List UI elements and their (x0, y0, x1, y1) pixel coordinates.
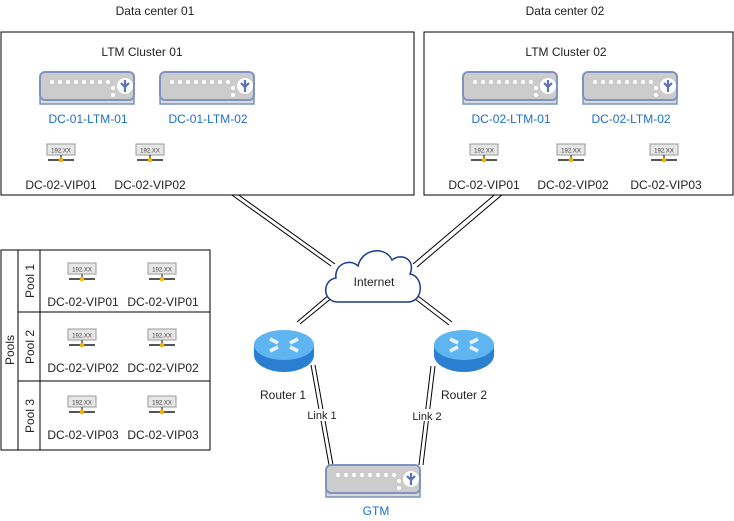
link-label: Link 2 (412, 411, 441, 423)
vip-ip-text: 192.XX (72, 334, 92, 340)
ltm-device-icon[interactable] (461, 70, 559, 106)
pool-vip-label: DC-02-VIP01 (47, 295, 119, 309)
pool-vip-label: DC-02-VIP01 (127, 295, 199, 309)
dc01-title: Data center 01 (116, 4, 195, 18)
pool-vip-label: DC-02-VIP03 (47, 428, 119, 442)
dc02-internet-link (412, 190, 504, 268)
vip-icon[interactable]: 192.XX (649, 143, 679, 163)
pool-name: Pool 2 (23, 330, 37, 364)
vip-ip-text: 192.XX (72, 268, 92, 274)
vip-ip-text: 192.XX (140, 149, 160, 155)
internet-router1-link (296, 293, 334, 325)
ltm-label: DC-01-LTM-01 (48, 112, 127, 126)
pool-vip-label: DC-02-VIP02 (47, 361, 119, 375)
vip-icon[interactable]: 192.XX (147, 395, 177, 415)
pool-vip-label: DC-02-VIP03 (127, 428, 199, 442)
pools-title: Pools (3, 335, 17, 365)
vip-icon[interactable]: 192.XX (135, 143, 165, 163)
internet-label: Internet (354, 275, 395, 289)
ltm-device-icon[interactable] (38, 70, 136, 106)
vip-label: DC-02-VIP02 (537, 178, 609, 192)
dc02-box (423, 31, 734, 196)
vip-icon[interactable]: 192.XX (147, 262, 177, 282)
vip-icon[interactable]: 192.XX (556, 143, 586, 163)
pools-table (0, 249, 211, 451)
vip-icon[interactable]: 192.XX (67, 328, 97, 348)
vip-icon[interactable]: 192.XX (67, 262, 97, 282)
ltm-label: DC-02-LTM-01 (471, 112, 550, 126)
vip-label: DC-02-VIP01 (25, 178, 97, 192)
ltm-label: DC-02-LTM-02 (591, 112, 670, 126)
vip-icon[interactable]: 192.XX (46, 143, 76, 163)
router-label: Router 1 (260, 388, 306, 402)
vip-ip-text: 192.XX (474, 149, 494, 155)
vip-ip-text: 192.XX (152, 334, 172, 340)
vip-label: DC-02-VIP01 (448, 178, 520, 192)
dc02-cluster-title: LTM Cluster 02 (525, 45, 606, 59)
link-label: Link 1 (307, 410, 336, 422)
gtm-device-icon[interactable] (324, 463, 422, 499)
vip-icon[interactable]: 192.XX (147, 328, 177, 348)
ltm-device-icon[interactable] (581, 70, 679, 106)
gtm-label: GTM (363, 504, 390, 516)
pool-name: Pool 3 (23, 399, 37, 433)
vip-ip-text: 192.XX (152, 268, 172, 274)
pool-vip-label: DC-02-VIP02 (127, 361, 199, 375)
connections (228, 190, 504, 466)
pool-name: Pool 1 (23, 264, 37, 298)
dc01-box (0, 31, 415, 196)
router-icon[interactable] (432, 328, 496, 374)
vip-ip-text: 192.XX (654, 149, 674, 155)
vip-ip-text: 192.XX (152, 401, 172, 407)
ltm-device-icon[interactable] (158, 70, 256, 106)
internet-router2-link (414, 295, 453, 326)
vip-ip-text: 192.XX (72, 401, 92, 407)
link-label-background (411, 409, 443, 421)
dc02-title: Data center 02 (526, 4, 605, 18)
vip-ip-text: 192.XX (561, 149, 581, 155)
vip-icon[interactable]: 192.XX (67, 395, 97, 415)
router-icon[interactable] (252, 328, 316, 374)
vip-ip-text: 192.XX (51, 149, 71, 155)
vip-label: DC-02-VIP03 (630, 178, 702, 192)
dc01-internet-link (228, 190, 336, 267)
link-label-background (306, 409, 338, 421)
vip-label: DC-02-VIP02 (114, 178, 186, 192)
router-label: Router 2 (441, 388, 487, 402)
vip-icon[interactable]: 192.XX (469, 143, 499, 163)
ltm-label: DC-01-LTM-02 (168, 112, 247, 126)
internet-cloud-icon[interactable] (325, 250, 421, 303)
dc01-cluster-title: LTM Cluster 01 (101, 45, 182, 59)
